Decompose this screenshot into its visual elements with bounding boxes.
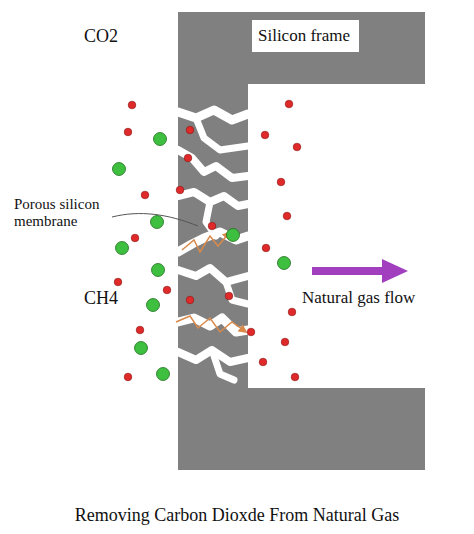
ch4-molecule (136, 326, 144, 334)
gas-name: CO2 (84, 27, 118, 47)
ch4-molecule (186, 126, 194, 134)
co2-molecule (154, 133, 167, 146)
co2-molecule (135, 342, 148, 355)
part-name: Porous silicon membrane (14, 196, 114, 229)
ch4-molecule (124, 373, 132, 381)
ch4-molecule (131, 234, 139, 242)
co2-molecule (116, 242, 129, 255)
ch4-molecule (114, 278, 122, 286)
co2-molecule (278, 257, 291, 270)
co2-molecule (113, 163, 126, 176)
co2-molecule (152, 264, 165, 277)
co2-molecule (227, 229, 240, 242)
gas-molecules (113, 100, 301, 381)
silicon-frame (178, 12, 425, 470)
co2-molecule (147, 299, 160, 312)
flow-arrow (312, 259, 408, 283)
ch4-molecule (277, 178, 285, 186)
ch4-molecule (262, 244, 270, 252)
frame-label-box: Silicon frame (252, 20, 359, 52)
ch4-molecule (176, 186, 184, 194)
ch4-molecule (283, 212, 291, 220)
ch4-molecule (163, 286, 171, 294)
gas-name: CH4 (84, 289, 118, 309)
ch4-molecule (285, 100, 293, 108)
diffusion-path (176, 232, 246, 332)
ch4-molecule (141, 191, 149, 199)
ch4-molecule (281, 338, 289, 346)
pore-channels (178, 110, 248, 380)
co2-molecule (157, 368, 170, 381)
ch4-molecule (261, 131, 269, 139)
ch4-molecule (288, 308, 296, 316)
ch4-molecule (247, 328, 255, 336)
ch4-molecule (291, 373, 299, 381)
co2-molecule (151, 216, 164, 229)
ch4-molecule (186, 296, 194, 304)
node-text: Silicon frame (258, 26, 353, 46)
ch4-molecule (124, 128, 132, 136)
ch4-molecule (208, 222, 216, 230)
ch4-molecule (184, 154, 192, 162)
flow-label: Natural gas flow (302, 289, 415, 308)
ch4-molecule (259, 358, 267, 366)
ch4-molecule (128, 101, 136, 109)
ch4-molecule (225, 292, 233, 300)
ch4-molecule (293, 143, 301, 151)
figure-caption: Removing Carbon Dioxde From Natural Gas (0, 505, 474, 526)
